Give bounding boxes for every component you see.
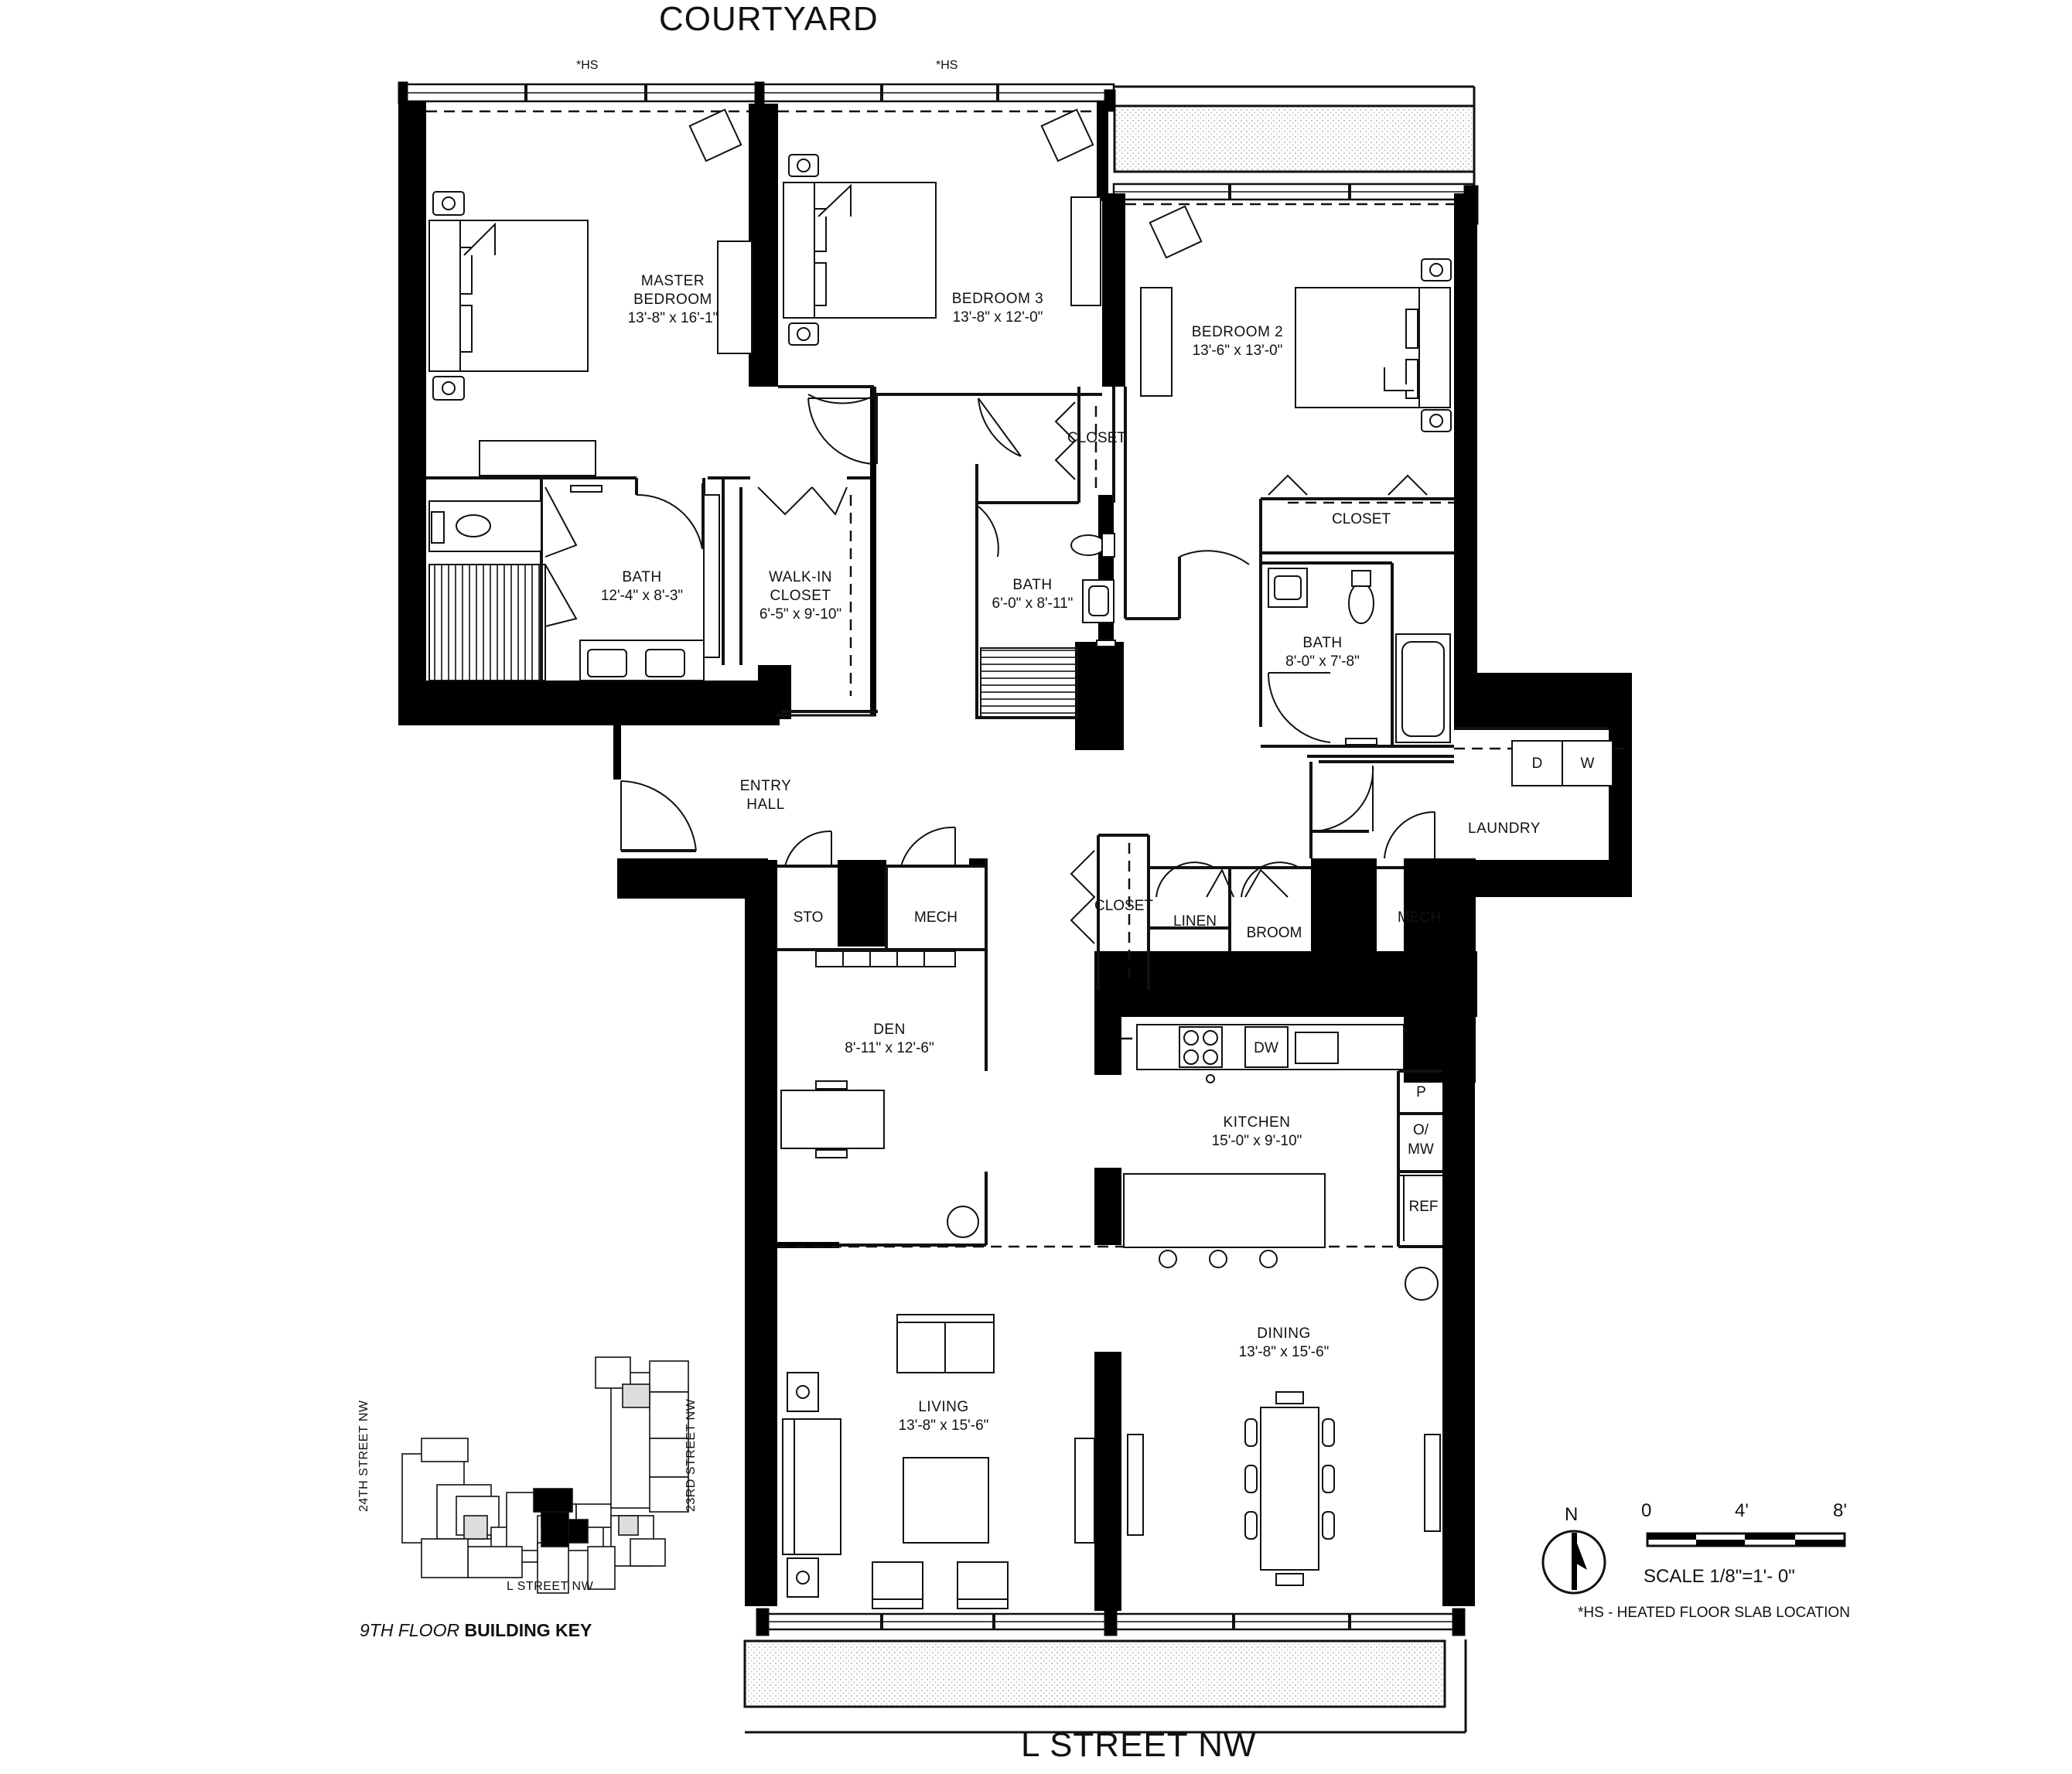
room-bath-center: BATH 6'-0" x 8'-11" [978, 576, 1087, 613]
room-dims: 15'-0" x 9'-10" [1211, 1132, 1302, 1149]
window-wall-bottom [756, 1608, 1466, 1636]
room-dims: 13'-6" x 13'-0" [1192, 342, 1283, 359]
room-name: BATH [1012, 577, 1053, 593]
room-dims: 13'-8" x 15'-6" [1238, 1343, 1330, 1360]
room-name: DINING [1257, 1325, 1311, 1342]
room-dims: 8'-11" x 12'-6" [845, 1039, 934, 1056]
room-name: WALK-IN [769, 569, 832, 585]
doors [620, 394, 1435, 944]
building-key-title: 9TH FLOOR BUILDING KEY [360, 1620, 592, 1641]
room-walkin-closet: WALK-IN CLOSET 6'-5" x 9'-10" [739, 568, 862, 623]
label-refrigerator: REF [1408, 1199, 1439, 1215]
room-bedroom2: BEDROOM 2 13'-6" x 13'-0" [1160, 323, 1315, 360]
partitions [426, 385, 1609, 1248]
window-wall-top [398, 81, 1116, 112]
room-name: BEDROOM 3 [951, 291, 1044, 307]
label-oven: O/ [1412, 1122, 1429, 1138]
room-dims: 6'-0" x 8'-11" [992, 595, 1074, 612]
label-oven-mw: O/ MW [1401, 1121, 1440, 1159]
room-dims: 12'-4" x 8'-3" [600, 587, 684, 604]
room-dims: 8'-0" x 7'-8" [1285, 653, 1360, 670]
room-master-bath: BATH 12'-4" x 8'-3" [572, 568, 712, 606]
building-key-map [401, 1356, 689, 1594]
room-den: DEN 8'-11" x 12'-6" [820, 1021, 959, 1058]
label-broom: BROOM [1246, 925, 1302, 941]
building-key-floor: 9TH FLOOR [360, 1620, 460, 1640]
label-mech-right: MECH [1398, 909, 1441, 926]
scale-tick-0: 0 [1641, 1500, 1652, 1521]
label-closet-hall: CLOSET [1094, 898, 1154, 914]
room-master-bedroom: MASTER BEDROOM 13'-8" x 16'-1" [596, 272, 750, 327]
key-street-left: 24TH STREET NW [357, 1400, 370, 1513]
room-name: BATH [622, 569, 662, 585]
room-name: BEDROOM [633, 291, 712, 308]
room-name: HALL [746, 796, 785, 813]
walls [398, 101, 1632, 1611]
label-pantry: P [1416, 1084, 1426, 1100]
balcony-bottom [743, 1639, 1467, 1734]
key-street-right: 23RD STREET NW [684, 1398, 698, 1512]
room-bedroom3: BEDROOM 3 13'-8" x 12'-0" [928, 290, 1067, 327]
furniture [428, 108, 1613, 1609]
room-name: LAUNDRY [1468, 820, 1541, 837]
scale-tick-4: 4' [1735, 1500, 1749, 1521]
window-wall-b2 [1112, 183, 1479, 225]
room-dims: 13'-8" x 16'-1" [627, 309, 719, 326]
room-name: BEDROOM 2 [1191, 324, 1284, 340]
label-closet-b2: CLOSET [1331, 511, 1391, 527]
north-arrow [1541, 1530, 1606, 1595]
room-bath-right: BATH 8'-0" x 7'-8" [1265, 634, 1381, 671]
label-microwave: MW [1408, 1141, 1434, 1158]
label-mech-left: MECH [914, 909, 957, 926]
room-name: MASTER [640, 273, 705, 289]
room-dining: DINING 13'-8" x 15'-6" [1210, 1325, 1357, 1362]
room-living: LIVING 13'-8" x 15'-6" [870, 1398, 1017, 1435]
room-dims: 6'-5" x 9'-10" [759, 606, 842, 623]
scale-bar [1646, 1532, 1846, 1547]
label-washer: W [1580, 756, 1595, 772]
heated-slab-footnote: *HS - HEATED FLOOR SLAB LOCATION [1578, 1605, 1850, 1621]
room-dims: 13'-8" x 15'-6" [898, 1417, 989, 1434]
heated-slab-mark-2: *HS [936, 59, 958, 72]
street-top-label: COURTYARD [659, 0, 879, 38]
room-name: ENTRY [739, 778, 792, 794]
room-name: BATH [1302, 635, 1343, 651]
label-closet-b3: CLOSET [1067, 430, 1127, 446]
heated-slab-mark-1: *HS [576, 59, 599, 72]
label-dryer: D [1531, 756, 1543, 772]
room-entry-hall: ENTRY HALL [712, 777, 820, 814]
room-name: KITCHEN [1223, 1114, 1291, 1131]
north-label: N [1565, 1504, 1579, 1525]
room-name: LIVING [918, 1399, 969, 1415]
room-dims: 13'-8" x 12'-0" [952, 309, 1043, 326]
room-name: DEN [873, 1022, 906, 1038]
building-key-label: BUILDING KEY [464, 1620, 592, 1640]
key-street-bottom: L STREET NW [507, 1580, 594, 1593]
label-linen: LINEN [1173, 913, 1217, 930]
room-name: CLOSET [770, 587, 831, 604]
scale-text: SCALE 1/8"=1'- 0" [1644, 1566, 1795, 1587]
room-laundry: LAUNDRY [1454, 820, 1555, 838]
label-dishwasher: DW [1254, 1040, 1278, 1056]
balcony-top [1113, 85, 1476, 186]
room-kitchen: KITCHEN 15'-0" x 9'-10" [1187, 1114, 1326, 1151]
scale-tick-8: 8' [1833, 1500, 1847, 1521]
label-sto: STO [793, 909, 824, 926]
street-bottom-label: L STREET NW [1021, 1726, 1257, 1764]
